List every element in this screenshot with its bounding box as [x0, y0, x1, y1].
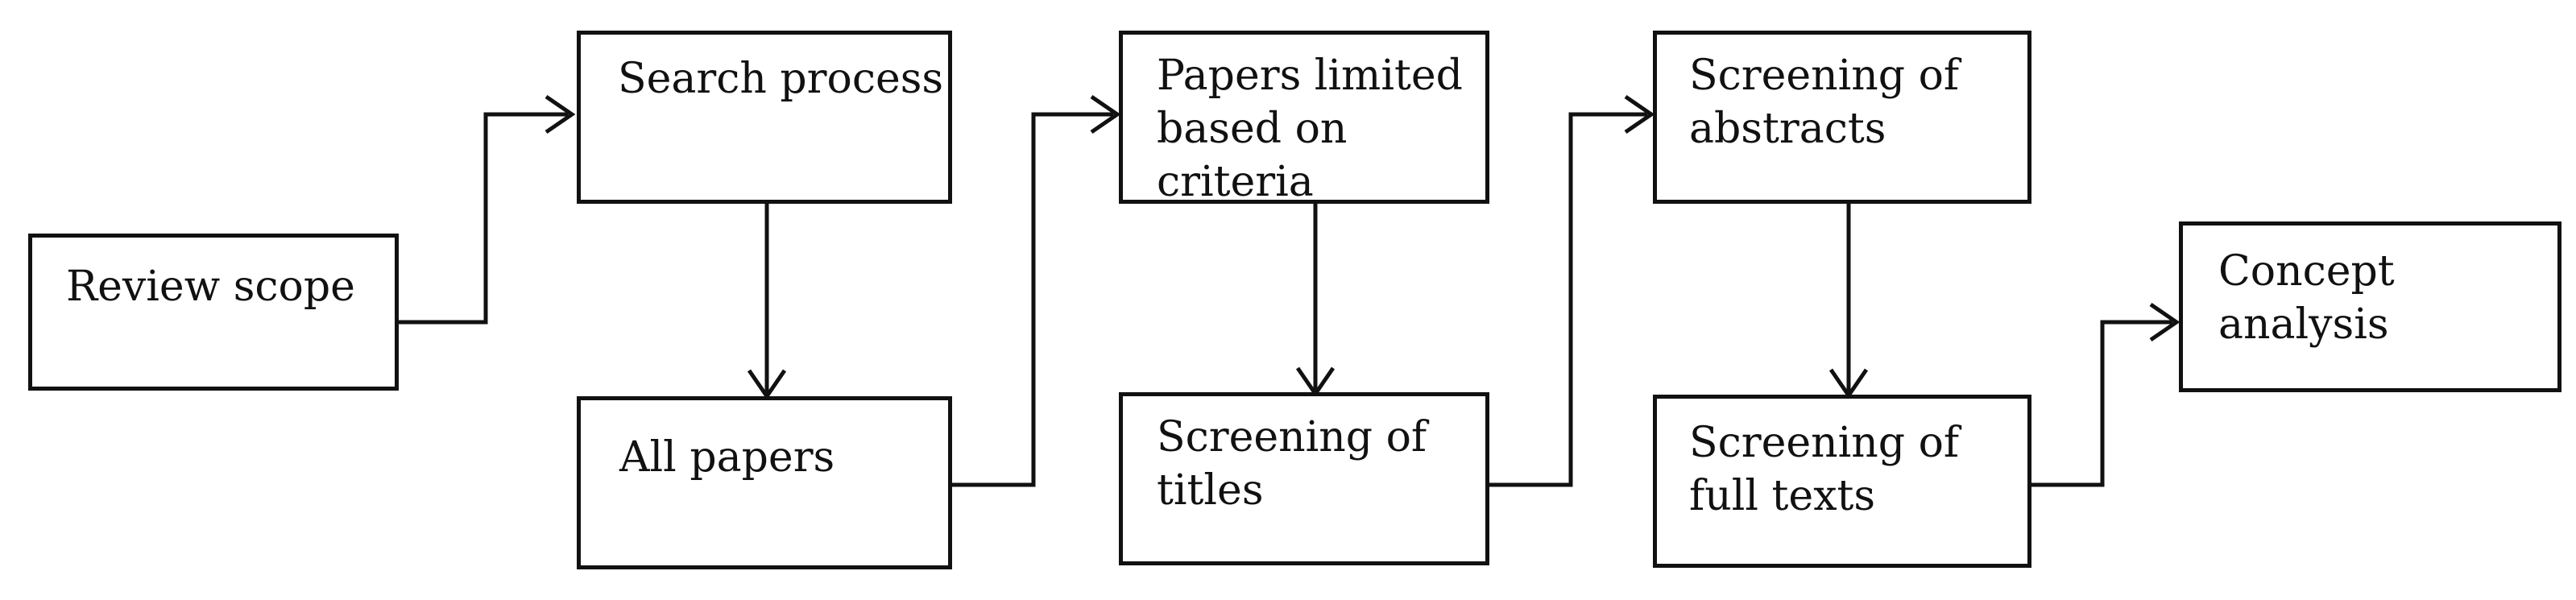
- node-papers-limited: Papers limited based on criteria: [1119, 31, 1489, 206]
- edge-review-to-search: [395, 112, 568, 325]
- node-search-process: Search process: [577, 31, 952, 204]
- arrowhead-papers-limited: [1090, 94, 1121, 134]
- node-screening-titles: Screening of titles: [1119, 392, 1489, 565]
- edge-fulltexts-to-concept: [2029, 320, 2172, 487]
- node-all-papers: All papers: [577, 396, 952, 569]
- node-screening-fulltexts: Screening of full texts: [1653, 395, 2031, 568]
- node-screening-abstracts: Screening of abstracts: [1653, 31, 2031, 204]
- arrowhead-concept-analysis: [2149, 302, 2180, 342]
- arrowhead-search-process: [545, 94, 576, 134]
- node-review-scope: Review scope: [28, 234, 399, 391]
- edge-allpapers-to-limited: [947, 112, 1113, 487]
- edge-titles-to-abstracts: [1488, 112, 1647, 487]
- arrowhead-screening-abstracts: [1624, 94, 1655, 134]
- node-concept-analysis: Concept analysis: [2179, 221, 2562, 392]
